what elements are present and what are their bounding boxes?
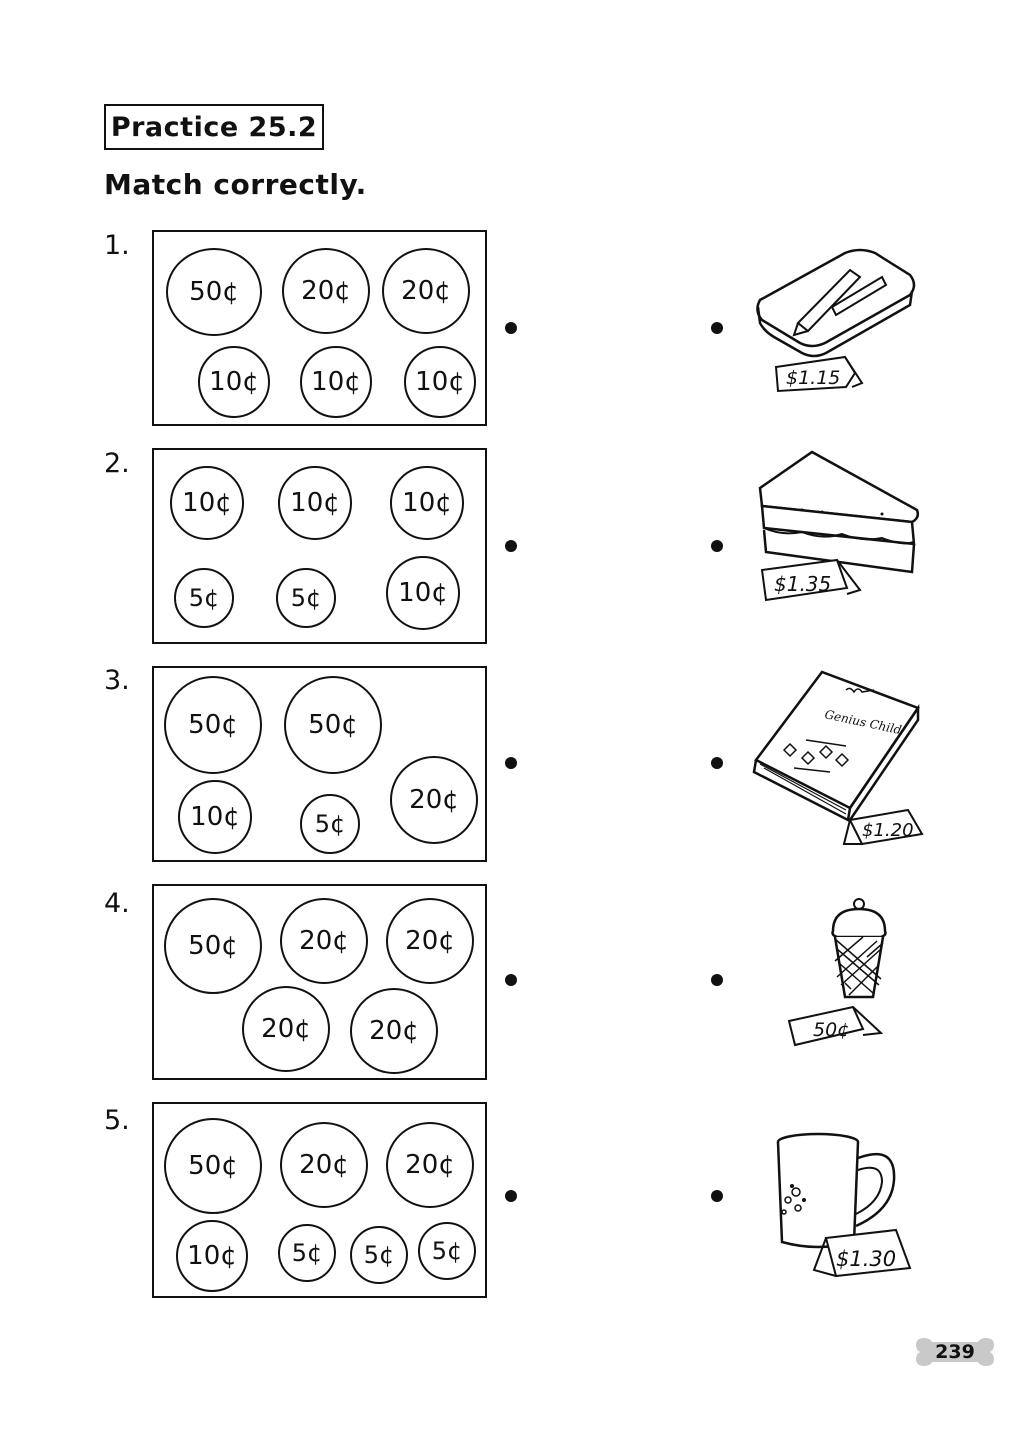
coin: 20¢ xyxy=(386,898,474,984)
coin: 5¢ xyxy=(350,1226,408,1284)
ice-cream-icon: 50¢ xyxy=(787,898,887,1047)
instruction: Match correctly. xyxy=(104,168,367,201)
coin: 10¢ xyxy=(178,780,252,854)
match-dot-right-4[interactable] xyxy=(711,974,723,986)
page-number-badge: 239 xyxy=(914,1334,996,1370)
page-number: 239 xyxy=(935,1341,975,1363)
match-dot-left-4[interactable] xyxy=(505,974,517,986)
match-dot-left-1[interactable] xyxy=(505,322,517,334)
coin: 20¢ xyxy=(280,1122,368,1208)
coin: 20¢ xyxy=(390,756,478,844)
coin: 50¢ xyxy=(284,676,382,774)
mug-icon: $1.30 xyxy=(776,1132,912,1278)
price-tag-1: $1.15 xyxy=(786,367,840,389)
coin: 5¢ xyxy=(278,1224,336,1282)
coin: 50¢ xyxy=(166,248,262,336)
price-tag-3: $1.20 xyxy=(862,820,914,841)
match-dot-right-3[interactable] xyxy=(711,757,723,769)
question-number: 5. xyxy=(104,1105,130,1136)
match-dot-right-2[interactable] xyxy=(711,540,723,552)
coin: 5¢ xyxy=(174,568,234,628)
coin-box-5: 50¢ 20¢ 20¢ 10¢ 5¢ 5¢ 5¢ xyxy=(152,1102,487,1298)
coin: 20¢ xyxy=(280,898,368,984)
coin: 50¢ xyxy=(164,676,262,774)
coin: 10¢ xyxy=(390,466,464,540)
eraser-item: $1.15 xyxy=(750,245,920,400)
bone-icon xyxy=(916,1338,994,1366)
coin: 10¢ xyxy=(300,346,372,418)
match-dot-left-2[interactable] xyxy=(505,540,517,552)
coin-box-1: 50¢ 20¢ 20¢ 10¢ 10¢ 10¢ xyxy=(152,230,487,426)
mug-item: $1.30 xyxy=(770,1130,915,1280)
question-number: 4. xyxy=(104,888,130,919)
book-icon: Genius Child $1.20 xyxy=(752,670,924,846)
coin: 5¢ xyxy=(276,568,336,628)
eraser-icon: $1.15 xyxy=(756,248,916,393)
coin-box-4: 50¢ 20¢ 20¢ 20¢ 20¢ xyxy=(152,884,487,1080)
sandwich-item: $1.35 xyxy=(752,448,927,618)
question-number: 2. xyxy=(104,448,130,479)
coin: 20¢ xyxy=(350,988,438,1074)
coin: 10¢ xyxy=(278,466,352,540)
coin: 50¢ xyxy=(164,1118,262,1214)
coin: 50¢ xyxy=(164,898,262,994)
coin: 10¢ xyxy=(386,556,460,630)
coin: 10¢ xyxy=(198,346,270,418)
price-tag-5: $1.30 xyxy=(836,1247,896,1271)
question-number: 3. xyxy=(104,665,130,696)
match-dot-left-3[interactable] xyxy=(505,757,517,769)
price-tag-4: 50¢ xyxy=(813,1019,849,1041)
match-dot-right-5[interactable] xyxy=(711,1190,723,1202)
practice-title: Practice 25.2 xyxy=(104,104,324,150)
coin: 10¢ xyxy=(170,466,244,540)
book-item: Genius Child $1.20 xyxy=(750,668,925,853)
price-tag-2: $1.35 xyxy=(774,572,831,596)
question-number: 1. xyxy=(104,230,130,261)
coin-box-3: 50¢ 50¢ 10¢ 5¢ 20¢ xyxy=(152,666,487,862)
coin: 20¢ xyxy=(282,248,370,334)
match-dot-left-5[interactable] xyxy=(505,1190,517,1202)
coin: 20¢ xyxy=(382,248,470,334)
ice-cream-item: 50¢ xyxy=(785,895,895,1055)
coin: 20¢ xyxy=(386,1122,474,1208)
coin: 10¢ xyxy=(176,1220,248,1292)
sandwich-icon: $1.35 xyxy=(758,450,920,602)
match-dot-right-1[interactable] xyxy=(711,322,723,334)
coin: 5¢ xyxy=(300,794,360,854)
coin: 10¢ xyxy=(404,346,476,418)
coin: 5¢ xyxy=(418,1222,476,1280)
coin: 20¢ xyxy=(242,986,330,1072)
coin-box-2: 10¢ 10¢ 10¢ 5¢ 5¢ 10¢ xyxy=(152,448,487,644)
